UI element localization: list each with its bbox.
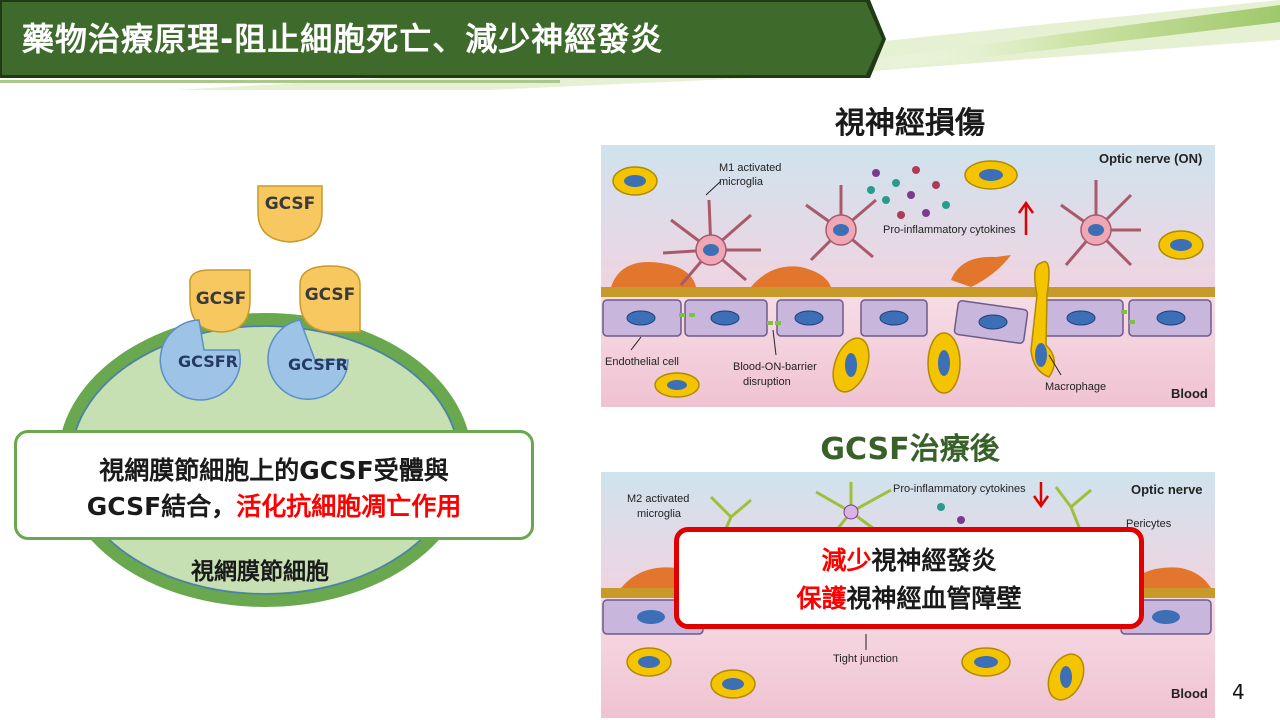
endothelial-label: Endothelial cell xyxy=(605,356,679,368)
result-line-2: 保護視神經血管障壁 xyxy=(679,580,1139,618)
gcsfr-label: GCSFR xyxy=(178,352,238,371)
callout-line-2-text: GCSF結合， xyxy=(86,492,237,521)
gcsf-label: GCSF xyxy=(304,285,356,305)
blood-label: Blood xyxy=(1171,386,1208,401)
m1-microglia-label: M1 activated xyxy=(719,162,781,174)
decrease-arrow xyxy=(1032,482,1050,509)
callout-line-2: GCSF結合，活化抗細胞凋亡作用 xyxy=(17,489,531,525)
gcsf-label: GCSF xyxy=(195,289,247,309)
barrier-label: Blood-ON-barrier xyxy=(733,361,817,373)
m2-microglia-label-2: microglia xyxy=(637,508,682,520)
optic-nerve-injury-figure: M1 activated microglia Optic nerve (ON) … xyxy=(601,145,1215,407)
result-line-1-highlight: 減少 xyxy=(821,546,872,575)
m1-microglia xyxy=(662,180,1141,286)
treatment-result-callout: 減少視神經發炎 保護視神經血管障壁 xyxy=(674,527,1144,629)
callout-line-2-highlight: 活化抗細胞凋亡作用 xyxy=(236,492,462,521)
mechanism-callout: 視網膜節細胞上的GCSF受體與 GCSF結合，活化抗細胞凋亡作用 xyxy=(14,430,534,540)
page-title: 藥物治療原理-阻止細胞死亡、減少神經發炎 xyxy=(22,20,664,58)
blood-label: Blood xyxy=(1171,686,1208,701)
barrier-label-2: disruption xyxy=(743,376,791,388)
gcsfr-receptor-left xyxy=(159,319,242,401)
page-number: 4 xyxy=(1232,680,1245,704)
cell-label: 視網膜節細胞 xyxy=(191,559,329,585)
increase-arrow xyxy=(1017,200,1035,235)
injury-heading: 視神經損傷 xyxy=(835,106,985,141)
macrophage-label: Macrophage xyxy=(1045,381,1106,393)
gcsfr-receptor-right xyxy=(267,319,349,400)
m2-microglia xyxy=(709,482,1092,541)
gcsf-ligand-bound-right xyxy=(299,265,361,333)
m1-microglia-label-2: microglia xyxy=(719,176,764,188)
pericytes-label: Pericytes xyxy=(1126,518,1172,530)
gcsf-label: GCSF xyxy=(264,194,316,214)
gcsf-receptor-diagram xyxy=(58,185,472,607)
m2-microglia-label: M2 activated xyxy=(627,493,689,505)
callout-line-1: 視網膜節細胞上的GCSF受體與 xyxy=(99,456,449,485)
title-banner xyxy=(0,0,1280,90)
optic-nerve-label: Optic nerve xyxy=(1131,482,1203,497)
cytokine-dots xyxy=(867,166,950,219)
gcsfr-label: GCSFR xyxy=(288,355,348,374)
optic-nerve-label: Optic nerve (ON) xyxy=(1099,151,1202,166)
tight-junction-label: Tight junction xyxy=(833,653,898,665)
result-line-1-text: 視神經發炎 xyxy=(871,546,997,575)
treatment-heading: GCSF治療後 xyxy=(820,432,1000,467)
gcsf-ligand-free xyxy=(257,185,323,243)
result-line-2-highlight: 保護 xyxy=(796,584,847,613)
result-line-1: 減少視神經發炎 xyxy=(679,542,1139,580)
result-line-2-text: 視神經血管障壁 xyxy=(846,584,1022,613)
cytokines-label: Pro-inflammatory cytokines xyxy=(883,224,1016,236)
endothelial-cells xyxy=(602,299,1212,344)
cytokines-label: Pro-inflammatory cytokines xyxy=(893,483,1026,495)
